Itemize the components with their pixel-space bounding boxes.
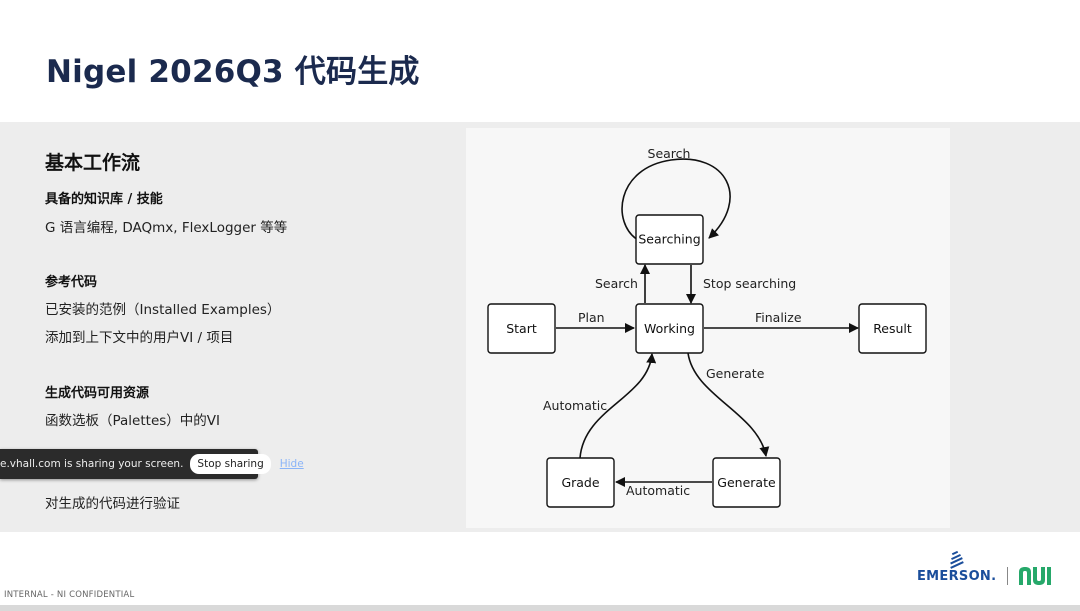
node-result: Result — [858, 303, 927, 354]
section-line-validation: 对生成的代码进行验证 — [45, 496, 180, 512]
section-line-palettes: 函数选板（Palettes）中的VI — [45, 413, 221, 429]
section-line-user-vi: 添加到上下文中的用户VI / 项目 — [45, 330, 234, 346]
node-generate-label: Generate — [717, 475, 776, 490]
bottom-divider — [0, 605, 1080, 611]
section-line-knowledge: G 语言编程, DAQmx, FlexLogger 等等 — [45, 220, 288, 236]
node-start: Start — [487, 303, 556, 354]
hide-link[interactable]: Hide — [279, 458, 304, 470]
node-grade: Grade — [546, 457, 615, 508]
share-message: e.vhall.com is sharing your screen. — [0, 458, 184, 470]
edge-label-generate: Generate — [706, 366, 765, 381]
confidential-label: INTERNAL - NI CONFIDENTIAL — [4, 590, 135, 600]
edge-label-plan: Plan — [578, 310, 605, 325]
node-searching: Searching — [635, 214, 704, 265]
workflow-diagram-panel: Searching Start Working Result Grade Gen… — [466, 128, 950, 528]
emerson-wordmark: EMERSON. — [917, 569, 997, 584]
edge-working-to-generate — [687, 352, 770, 457]
screen-share-bar: e.vhall.com is sharing your screen. Stop… — [0, 449, 304, 479]
edge-label-stop-searching: Stop searching — [703, 276, 796, 291]
emerson-logo-icon — [950, 550, 964, 569]
section-line-examples: 已安装的范例（Installed Examples） — [45, 302, 281, 318]
edge-label-finalize: Finalize — [755, 310, 802, 325]
edge-label-automatic-generate-grade: Automatic — [626, 483, 690, 498]
section-title-resources: 生成代码可用资源 — [45, 386, 150, 401]
edge-search-loop — [621, 158, 731, 241]
section-title-reference: 参考代码 — [45, 275, 98, 290]
edge-label-search: Search — [595, 276, 638, 291]
slide-title: Nigel 2026Q3 代码生成 — [46, 54, 420, 90]
edge-label-automatic-grade-working: Automatic — [543, 398, 607, 413]
ni-logo-icon — [1019, 567, 1051, 585]
section-title-knowledge: 具备的知识库 / 技能 — [45, 192, 163, 207]
edge-grade-to-working — [579, 353, 657, 459]
node-grade-label: Grade — [561, 475, 599, 490]
node-result-label: Result — [873, 321, 912, 336]
edge-label-search-loop: Search — [648, 146, 691, 161]
stop-sharing-button[interactable]: Stop sharing — [190, 454, 271, 474]
node-working-label: Working — [644, 321, 695, 336]
node-start-label: Start — [506, 321, 537, 336]
node-searching-label: Searching — [638, 232, 700, 247]
workflow-diagram: Searching Start Working Result Grade Gen… — [487, 146, 927, 508]
logo-divider — [1007, 567, 1008, 585]
workflow-heading: 基本工作流 — [45, 152, 141, 174]
node-working: Working — [635, 303, 704, 354]
node-generate: Generate — [712, 457, 781, 508]
